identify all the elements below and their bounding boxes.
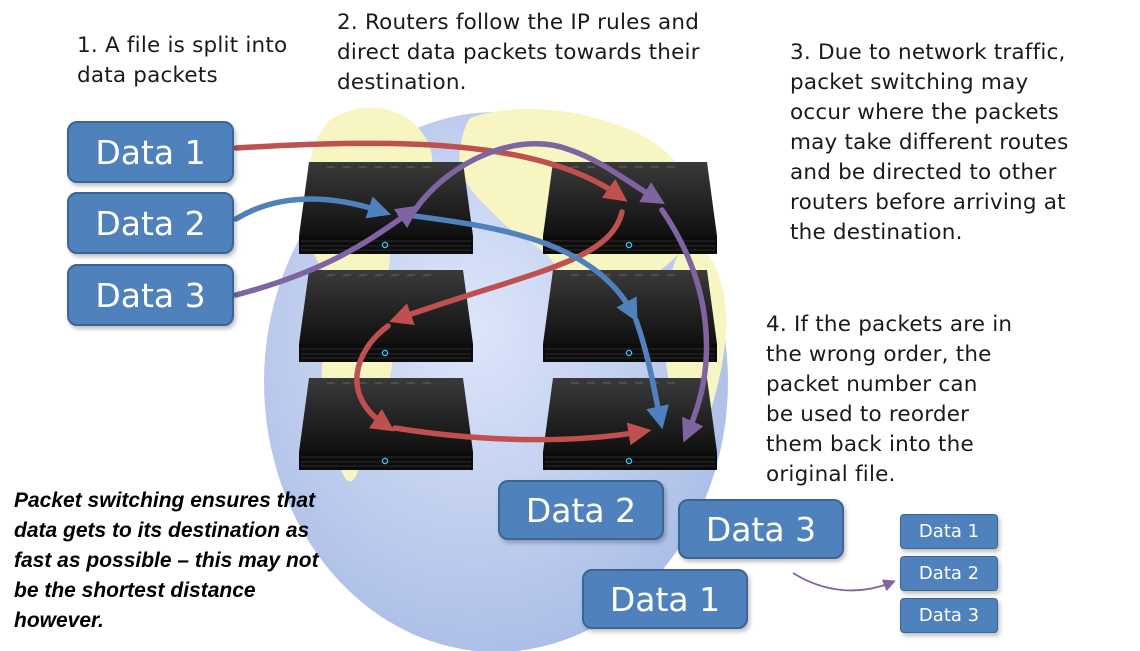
router-middle-left [298,269,474,363]
summary-line: however. [14,609,104,632]
caption-step2-line: direct data packets towards their [337,40,700,65]
caption-step1-line: data packets [77,63,218,88]
route-arrow-data3-leg3 [659,207,710,443]
caption-step4: 4. If the packets are in the wrong order… [766,310,1012,490]
source-packet-data2: Data 2 [67,192,234,254]
route-arrow-data1-leg1 [233,140,628,202]
reordered-packet-data1: Data 1 [900,514,998,549]
route-arrow-data3-leg1 [233,205,420,298]
caption-step3-line: and be directed to other [790,160,1057,185]
route-arrow-data3-leg2 [412,140,665,213]
reordered-packet-data3: Data 3 [900,598,998,633]
summary-line: be the shortest distance [14,579,256,602]
caption-step1: 1. A file is split into data packets [77,31,287,91]
reorder-arrow [792,572,896,592]
summary-note: Packet switching ensures that data gets … [14,486,386,636]
caption-step4-line: them back into the [766,432,974,457]
caption-step3: 3. Due to network traffic, packet switch… [790,38,1069,248]
caption-step4-line: be used to reorder [766,402,970,427]
source-packet-data3: Data 3 [67,264,234,326]
route-arrow-data1-leg2 [389,209,625,326]
route-arrow-data2-leg1 [233,196,391,222]
caption-step2-line: destination. [337,70,467,95]
caption-step4-line: original file. [766,462,896,487]
caption-step4-line: packet number can [766,372,978,397]
caption-step3-line: routers before arriving at [790,190,1066,215]
caption-step3-line: the destination. [790,220,963,245]
summary-line: Packet switching ensures that [14,489,316,512]
caption-step2: 2. Routers follow the IP rules and direc… [337,8,700,98]
caption-step3-line: 3. Due to network traffic, [790,40,1066,65]
route-arrow-data2-leg3 [633,317,669,430]
router-top-right [542,161,718,255]
source-packet-data1: Data 1 [67,121,234,183]
route-arrow-data1-leg4 [392,422,652,446]
router-middle-right [542,269,718,363]
arrived-packet-data3: Data 3 [678,499,844,559]
summary-line: fast as possible – this may not [14,549,319,572]
summary-line: data gets to its destination as [14,519,310,542]
reordered-packet-data2: Data 2 [900,556,998,591]
route-arrow-data2-leg2 [397,211,638,323]
arrived-packet-data2: Data 2 [498,480,664,540]
caption-step2-line: 2. Routers follow the IP rules and [337,10,700,35]
caption-step3-line: occur where the packets [790,100,1059,125]
caption-step3-line: may take different routes [790,130,1069,155]
arrived-packet-data1: Data 1 [582,569,748,629]
caption-step1-line: 1. A file is split into [77,33,288,58]
route-arrow-data1-leg3 [354,323,395,432]
caption-step4-line: 4. If the packets are in [766,312,1013,337]
caption-step4-line: the wrong order, the [766,342,992,367]
caption-step3-line: packet switching may [790,70,1029,95]
